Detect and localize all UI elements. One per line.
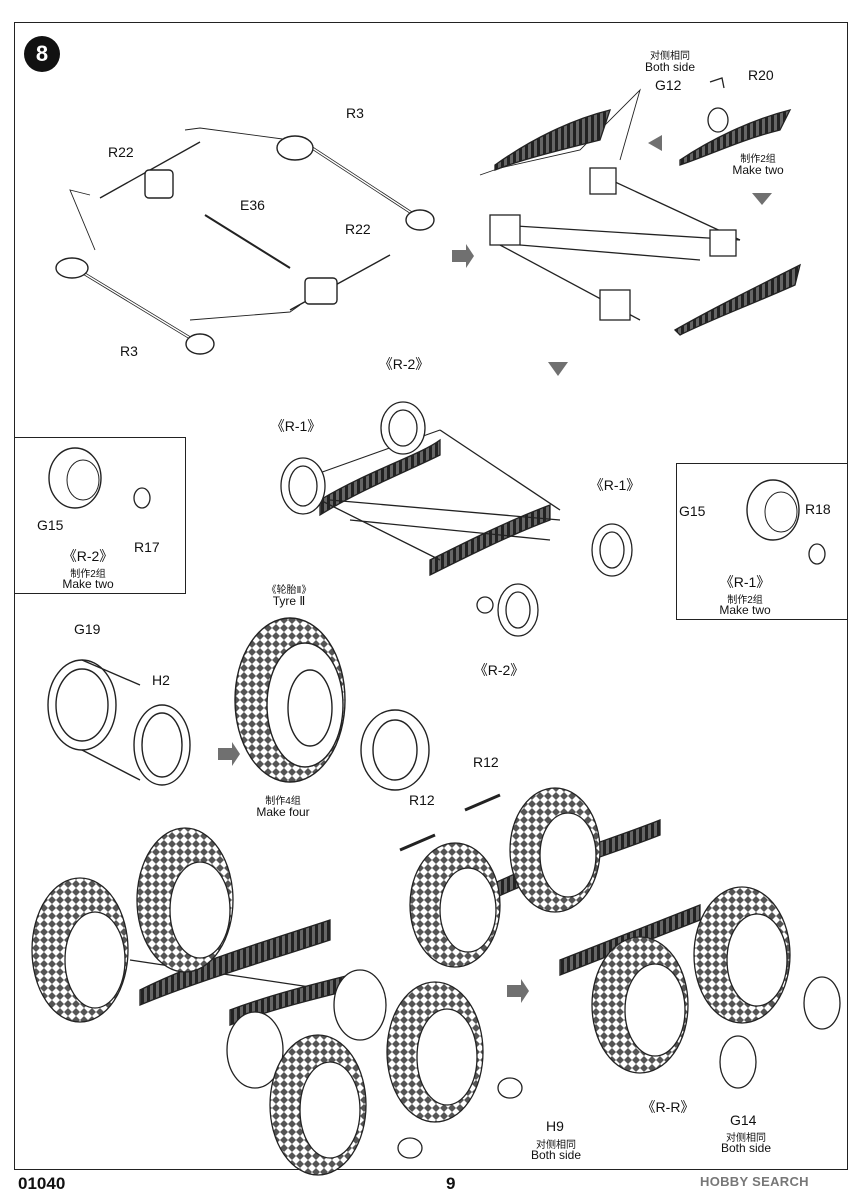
watermark: HOBBY SEARCH: [700, 1174, 809, 1189]
step-badge: 8: [24, 36, 60, 72]
label-r1-left: 《R-1》: [270, 418, 322, 434]
inset-right-r18: R18: [805, 501, 831, 517]
label-both-side-en-h9: Both side: [530, 1148, 582, 1162]
label-both-side-cn-g14: 对侧相同: [726, 1133, 766, 1144]
label-both-side-en-top: Both side: [644, 60, 696, 74]
inset-r2-drawing: [48, 447, 151, 509]
label-both-side-en-g14: Both side: [720, 1141, 772, 1155]
label-r3-top: R3: [346, 105, 364, 121]
inset-left-g15: G15: [37, 517, 64, 533]
inset-left-make-two-en: Make two: [62, 577, 114, 591]
inset-left-r2: 《R-2》: [62, 548, 114, 564]
inset-right-make-two-cn: 制作2组: [727, 595, 763, 606]
label-both-side-cn-top: 对侧相同: [650, 51, 690, 62]
label-make-two-en-top: Make two: [732, 163, 784, 177]
label-r22-b: R22: [345, 221, 371, 237]
label-tyre-en: Tyre Ⅱ: [272, 594, 306, 608]
inset-left-r17: R17: [134, 539, 160, 555]
spring-assembly-diagram: [479, 77, 801, 336]
label-make-four-cn: 制作4组: [265, 796, 301, 807]
label-g19: G19: [74, 621, 101, 637]
label-h9: H9: [546, 1118, 564, 1134]
inset-right-g15: G15: [679, 503, 706, 519]
direction-arrows: [218, 135, 772, 1003]
label-h2: H2: [152, 672, 170, 688]
chassis-diagram: [280, 401, 633, 637]
label-r1-right: 《R-1》: [589, 477, 641, 493]
inset-r2-wheel: G15 R17 《R-2》 制作2组 Make two: [14, 437, 186, 594]
label-g14: G14: [730, 1112, 757, 1128]
tyre-parts-diagram: [47, 617, 430, 791]
inset-r1-drawing: [746, 479, 826, 565]
label-r2-bottom: 《R-2》: [473, 662, 525, 678]
label-make-four-en: Make four: [256, 805, 310, 819]
inset-r1-wheel: G15 R18 《R-1》 制作2组 Make two: [676, 463, 848, 620]
inset-right-make-two-en: Make two: [719, 603, 771, 617]
label-r2-top: 《R-2》: [378, 356, 430, 372]
label-both-side-cn-h9: 对侧相同: [536, 1140, 576, 1151]
label-r12-a: R12: [473, 754, 499, 770]
inset-right-r1: 《R-1》: [719, 574, 771, 590]
left-wheel-assembly: [31, 827, 523, 1176]
page-number: 9: [446, 1174, 456, 1193]
label-tyre-cn: 《轮胎Ⅱ》: [266, 585, 312, 596]
inset-left-make-two-cn: 制作2组: [70, 569, 106, 580]
label-r20: R20: [748, 67, 774, 83]
label-r22-a: R22: [108, 144, 134, 160]
label-e36: E36: [240, 197, 265, 213]
label-make-two-cn-top: 制作2组: [740, 154, 776, 165]
label-g12: G12: [655, 77, 682, 93]
label-r3-bottom: R3: [120, 343, 138, 359]
label-rr: 《R-R》: [641, 1099, 695, 1115]
label-r12-b: R12: [409, 792, 435, 808]
product-code: 01040: [18, 1174, 66, 1193]
axle-parts-diagram: [55, 127, 435, 355]
right-wheel-assembly: [399, 787, 841, 1089]
